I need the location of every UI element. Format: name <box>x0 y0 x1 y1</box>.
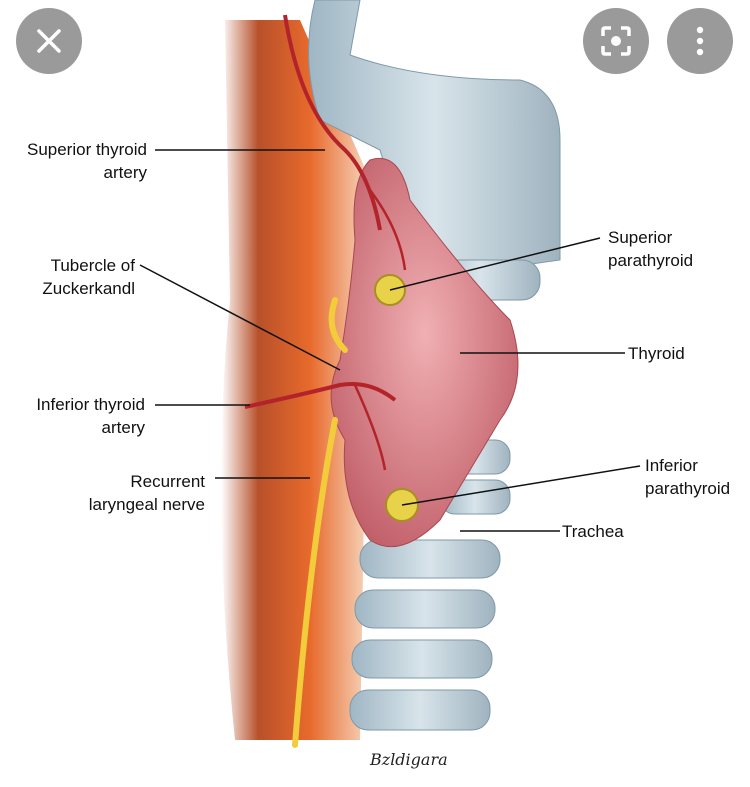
label-line: Inferior thyroid <box>36 395 145 414</box>
label-line: Recurrent <box>130 472 205 491</box>
leader-lines <box>139 149 641 532</box>
label-recurrent-laryngeal-nerve: Recurrent laryngeal nerve <box>0 470 205 516</box>
label-superior-parathyroid: Superior parathyroid <box>608 226 693 272</box>
thyroid-gland <box>330 158 519 548</box>
larynx-cartilage <box>308 0 561 281</box>
label-tubercle-of-zuckerkandl: Tubercle of Zuckerkandl <box>0 254 135 300</box>
label-thyroid: Thyroid <box>628 344 685 363</box>
label-line: artery <box>101 418 145 437</box>
label-inferior-parathyroid: Inferior parathyroid <box>645 454 730 500</box>
label-superior-thyroid-artery: Superior thyroid artery <box>0 138 147 184</box>
lens-search-button[interactable] <box>583 8 649 74</box>
close-icon <box>37 29 61 53</box>
label-line: laryngeal nerve <box>88 495 205 514</box>
close-button[interactable] <box>16 8 82 74</box>
artist-signature: Bzldigara <box>370 750 448 769</box>
more-vertical-icon <box>696 26 704 56</box>
label-line: Superior thyroid <box>26 140 147 159</box>
more-options-button[interactable] <box>667 8 733 74</box>
muscle <box>221 20 370 740</box>
label-line: artery <box>103 163 147 182</box>
label-line: Superior <box>608 228 673 247</box>
label-trachea: Trachea <box>562 522 624 541</box>
arteries <box>244 14 407 471</box>
lens-search-icon <box>601 26 631 56</box>
recurrent-laryngeal-nerve <box>292 297 348 748</box>
label-line: Tubercle of <box>50 256 135 275</box>
label-line: parathyroid <box>645 479 731 498</box>
label-line: parathyroid <box>608 251 694 270</box>
label-inferior-thyroid-artery: Inferior thyroid artery <box>0 393 145 439</box>
label-line: Zuckerkandl <box>42 279 135 298</box>
label-line: Inferior <box>645 456 698 475</box>
